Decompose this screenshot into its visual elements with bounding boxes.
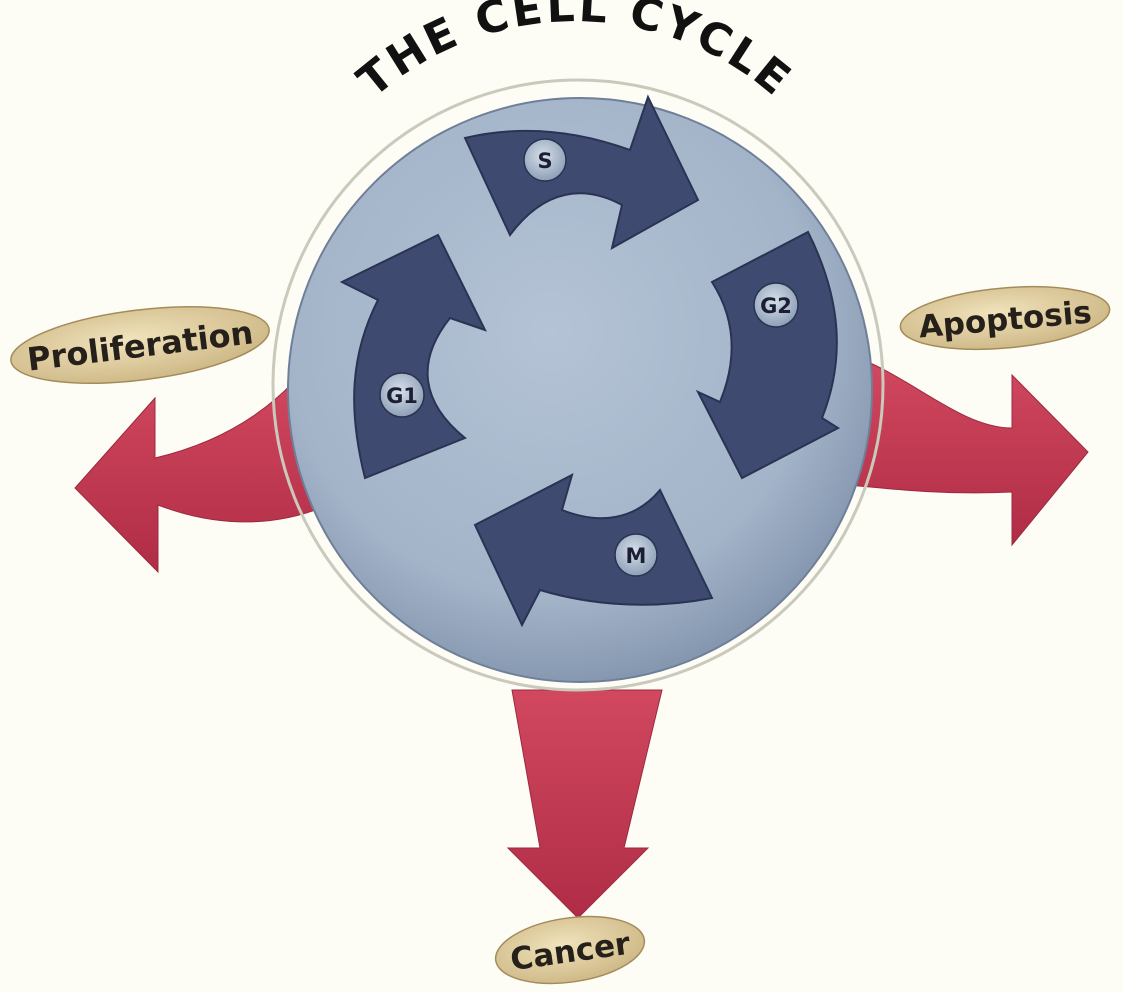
g1-phase-badge: G1 [380, 373, 424, 417]
g1-phase-label: G1 [386, 384, 418, 408]
proliferation-label-badge: Proliferation [7, 294, 274, 395]
cancer-arrow [508, 690, 662, 918]
s-phase-badge: S [524, 139, 566, 181]
cancer-label-badge: Cancer [491, 908, 648, 992]
m-phase-label: M [626, 544, 647, 568]
s-phase-label: S [537, 149, 552, 173]
apoptosis-label-badge: Apoptosis [898, 279, 1112, 357]
g2-phase-label: G2 [760, 294, 792, 318]
m-phase-badge: M [615, 534, 657, 576]
g2-phase-badge: G2 [754, 283, 798, 327]
diagram-title: THE CELL CYCLE [348, 0, 802, 107]
diagram-title-text: THE CELL CYCLE [348, 0, 802, 107]
